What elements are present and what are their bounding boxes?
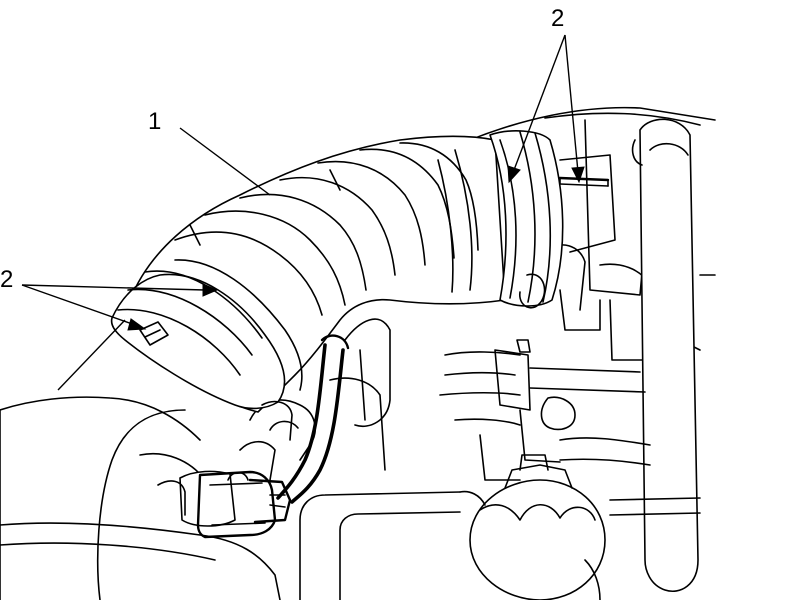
arrowhead-2-upper-right xyxy=(571,166,585,184)
leader-2-lower-bottom xyxy=(21,284,136,326)
leader-1 xyxy=(179,127,271,196)
callout-label-2-lower: 2 xyxy=(0,266,14,293)
callout-label-2-upper: 2 xyxy=(551,5,565,32)
sensor-connector xyxy=(157,334,350,539)
callout-leaders xyxy=(21,34,585,391)
arrowhead-2-lower-top xyxy=(202,283,219,297)
leader-tab xyxy=(57,319,126,391)
callout-label-1: 1 xyxy=(148,108,162,135)
clamp-lower xyxy=(110,259,303,441)
reservoir-cap xyxy=(469,454,606,600)
vertical-hose xyxy=(631,118,699,592)
leader-2-upper-left xyxy=(513,34,566,171)
arrowhead-2-lower-bottom xyxy=(127,318,147,331)
leader-2-lower-top xyxy=(21,284,206,291)
arrowhead-2-upper-left xyxy=(507,165,521,184)
frame xyxy=(299,490,701,600)
leader-2-upper-right xyxy=(564,34,579,173)
lower-housing xyxy=(0,396,281,600)
